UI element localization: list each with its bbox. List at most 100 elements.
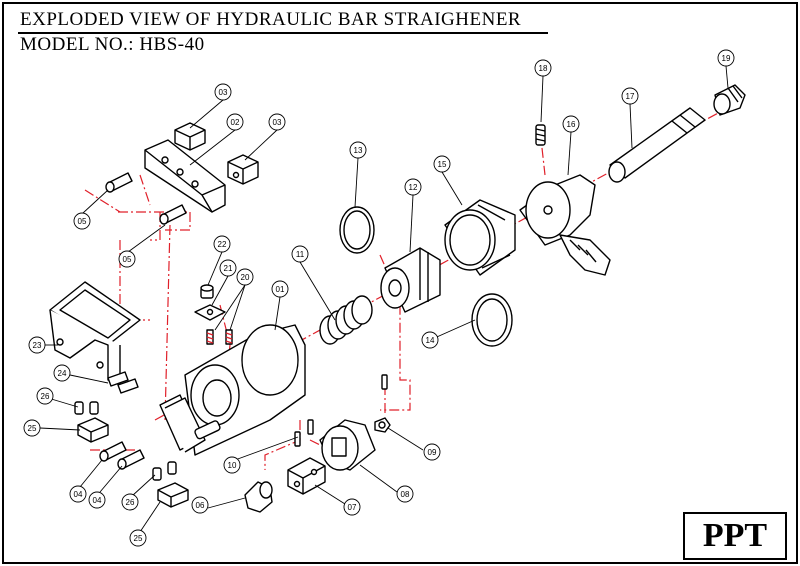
part-22-cap-screw — [200, 284, 214, 299]
svg-text:20: 20 — [241, 273, 250, 282]
balloon-23: 23 — [28, 336, 46, 354]
balloon-06: 06 — [191, 496, 209, 514]
svg-text:26: 26 — [126, 498, 135, 507]
balloon-21: 21 — [219, 259, 237, 277]
svg-text:25: 25 — [28, 424, 37, 433]
balloon-11: 11 — [291, 245, 309, 263]
part-19-fitting — [713, 84, 746, 116]
svg-text:22: 22 — [218, 240, 227, 249]
balloon-10: 10 — [223, 456, 241, 474]
part-25-pad-top — [77, 417, 109, 443]
balloon-07: 07 — [343, 498, 361, 516]
balloon-17: 17 — [621, 87, 639, 105]
svg-text:14: 14 — [426, 336, 435, 345]
balloon-18: 18 — [534, 59, 552, 77]
part-16-pump-head — [519, 174, 611, 276]
model-number: MODEL NO.: HBS-40 — [20, 34, 205, 55]
part-03-block-b — [227, 154, 259, 185]
part-03-block-a — [174, 122, 206, 151]
svg-text:13: 13 — [354, 146, 363, 155]
svg-text:07: 07 — [348, 503, 357, 512]
part-05-bolt-a — [105, 172, 133, 193]
svg-text:17: 17 — [626, 92, 635, 101]
company-logo: PPT — [702, 517, 768, 554]
svg-text:06: 06 — [196, 501, 205, 510]
balloon-04-b: 04 — [88, 491, 106, 509]
part-04-bolt-a — [99, 441, 127, 462]
balloon-12: 12 — [404, 178, 422, 196]
part-01-main-body — [159, 324, 306, 456]
leader-lines — [39, 65, 729, 533]
balloon-19: 19 — [717, 49, 735, 67]
part-09-nut — [374, 417, 391, 433]
balloon-03-b: 03 — [268, 113, 286, 131]
part-20-springs — [206, 329, 233, 345]
svg-text:11: 11 — [296, 250, 305, 259]
balloon-05-a: 05 — [73, 212, 91, 230]
svg-text:23: 23 — [33, 341, 42, 350]
svg-text:03: 03 — [273, 118, 282, 127]
part-24-bolts — [107, 371, 139, 394]
svg-text:24: 24 — [58, 369, 67, 378]
svg-text:05: 05 — [123, 255, 132, 264]
balloon-03-a: 03 — [214, 83, 232, 101]
svg-text:25: 25 — [134, 534, 143, 543]
part-10-pins — [294, 374, 388, 447]
balloon-20: 20 — [236, 268, 254, 286]
drawing-title: EXPLODED VIEW OF HYDRAULIC BAR STRAIGHEN… — [20, 9, 522, 30]
svg-text:15: 15 — [438, 160, 447, 169]
svg-text:01: 01 — [276, 285, 285, 294]
balloon-26-a: 26 — [36, 387, 54, 405]
svg-text:18: 18 — [539, 64, 548, 73]
balloon-22: 22 — [213, 235, 231, 253]
svg-text:08: 08 — [401, 490, 410, 499]
part-04-bolt-b — [117, 449, 145, 470]
part-06-anvil — [244, 481, 273, 513]
balloon-13: 13 — [349, 141, 367, 159]
balloon-02: 02 — [226, 113, 244, 131]
balloon-05-b: 05 — [118, 250, 136, 268]
part-12-piston — [380, 247, 441, 313]
balloon-16: 16 — [562, 115, 580, 133]
part-balloons: 01 02 03 03 04 04 05 05 06 07 08 09 10 1… — [23, 49, 735, 547]
company-logo-box: PPT — [683, 512, 787, 560]
svg-text:05: 05 — [78, 217, 87, 226]
balloon-26-b: 26 — [121, 493, 139, 511]
balloon-25-a: 25 — [23, 419, 41, 437]
balloon-15: 15 — [433, 155, 451, 173]
balloon-04-a: 04 — [69, 485, 87, 503]
parts — [49, 84, 746, 513]
svg-text:19: 19 — [722, 54, 731, 63]
balloon-25-b: 25 — [129, 529, 147, 547]
balloon-09: 09 — [423, 443, 441, 461]
balloon-01: 01 — [271, 280, 289, 298]
part-26-screws-bottom — [152, 461, 177, 481]
svg-text:03: 03 — [219, 88, 228, 97]
svg-text:16: 16 — [567, 120, 576, 129]
part-21-plate — [194, 304, 226, 321]
part-13-snap-ring — [339, 206, 375, 254]
svg-text:04: 04 — [93, 496, 102, 505]
part-05-bolt-b — [159, 204, 187, 225]
part-17-shaft — [608, 107, 706, 183]
svg-text:04: 04 — [74, 490, 83, 499]
part-08-die — [319, 419, 376, 471]
part-26-screws-top — [74, 401, 99, 415]
svg-text:02: 02 — [231, 118, 240, 127]
svg-text:26: 26 — [41, 392, 50, 401]
svg-text:09: 09 — [428, 448, 437, 457]
balloon-14: 14 — [421, 331, 439, 349]
svg-text:21: 21 — [224, 264, 233, 273]
balloon-08: 08 — [396, 485, 414, 503]
part-23-bracket — [49, 281, 141, 386]
part-15-cylinder — [444, 199, 516, 276]
part-02-clamp-bar — [144, 139, 226, 213]
part-14-ring — [471, 293, 513, 347]
title-underline — [18, 32, 548, 34]
part-18-set-screw — [535, 124, 546, 146]
svg-text:10: 10 — [228, 461, 237, 470]
part-11-spring — [319, 295, 373, 345]
